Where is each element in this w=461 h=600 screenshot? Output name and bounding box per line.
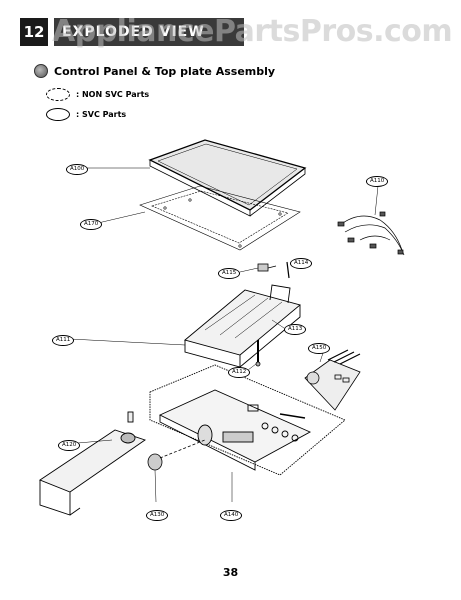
callout-a170: A170 [80, 219, 103, 230]
watermark: AppliancePartsPros.com [52, 14, 453, 49]
callout-a111: A111 [52, 335, 75, 346]
section-header: 12 EXPLODED VIEW [20, 18, 440, 48]
callout-a150: A150 [308, 343, 331, 354]
assembly-heading: Control Panel & Top plate Assembly [34, 64, 275, 78]
callout-a120: A120 [58, 440, 81, 451]
knob [147, 439, 206, 471]
legend-non-svc: : NON SVC Parts [46, 88, 149, 101]
legend-svc-label: : SVC Parts [76, 110, 127, 119]
solid-ellipse-icon [46, 108, 70, 121]
legend-non-svc-label: : NON SVC Parts [76, 90, 150, 99]
callout-a115: A115 [218, 268, 241, 279]
control-panel [149, 364, 346, 476]
valve-bracket [257, 261, 290, 279]
callout-a112: A112 [228, 367, 251, 378]
callout-a100: A100 [66, 164, 89, 175]
dashed-ellipse-icon [46, 88, 70, 101]
callout-a113: A113 [284, 324, 307, 335]
callout-a130: A130 [146, 510, 169, 521]
legend-svc: : SVC Parts [46, 108, 126, 121]
drawer-housing [184, 284, 301, 368]
pcb-assembly [304, 349, 361, 411]
section-number: 12 [20, 18, 48, 46]
callout-a140: A140 [220, 510, 243, 521]
section-title: EXPLODED VIEW [54, 18, 244, 46]
callout-a110: A110 [366, 176, 389, 187]
callout-a114: A114 [290, 258, 313, 269]
top-plate [148, 139, 307, 217]
hose-fitting [255, 340, 261, 367]
bullet-icon [34, 64, 48, 78]
detergent-drawer [39, 411, 146, 516]
wire-harness [337, 211, 405, 256]
page-number: 38 [222, 566, 239, 579]
top-frame [139, 185, 301, 251]
assembly-title: Control Panel & Top plate Assembly [54, 64, 276, 78]
